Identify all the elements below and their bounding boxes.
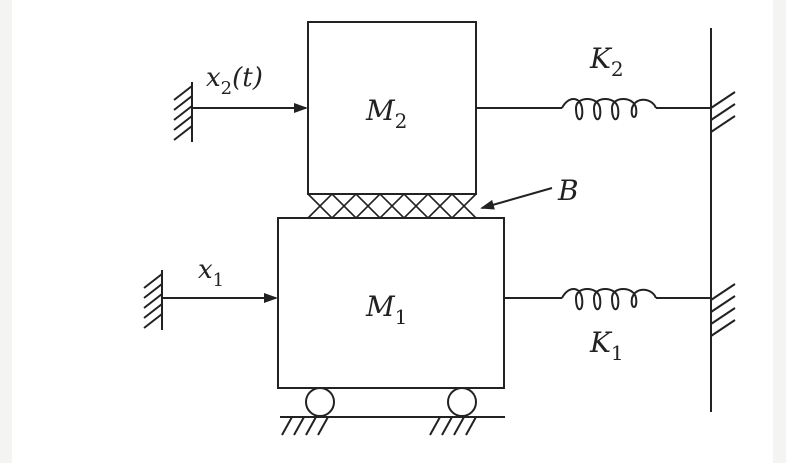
- label-b: B: [557, 174, 579, 207]
- ground-surface: [280, 416, 505, 436]
- wheel-right: [447, 387, 477, 417]
- right-wall: [710, 28, 736, 412]
- spring-k2: [476, 98, 711, 121]
- b-pointer-arrow: [480, 187, 553, 210]
- label-k1: K1: [589, 326, 624, 365]
- label-m1: M1: [365, 290, 407, 329]
- label-x2: x2(t): [206, 63, 263, 99]
- label-k2: K2: [589, 42, 624, 81]
- label-x1: x1: [198, 255, 224, 291]
- x2-reference-ground: [173, 82, 193, 142]
- x1-reference-ground: [143, 270, 163, 330]
- spring-k1: [504, 288, 711, 311]
- bearing-layer-b: [307, 192, 477, 220]
- figure-panel: [12, 0, 773, 463]
- mass-m1-block: [277, 217, 505, 389]
- label-m2: M2: [365, 94, 407, 133]
- wheel-left: [305, 387, 335, 417]
